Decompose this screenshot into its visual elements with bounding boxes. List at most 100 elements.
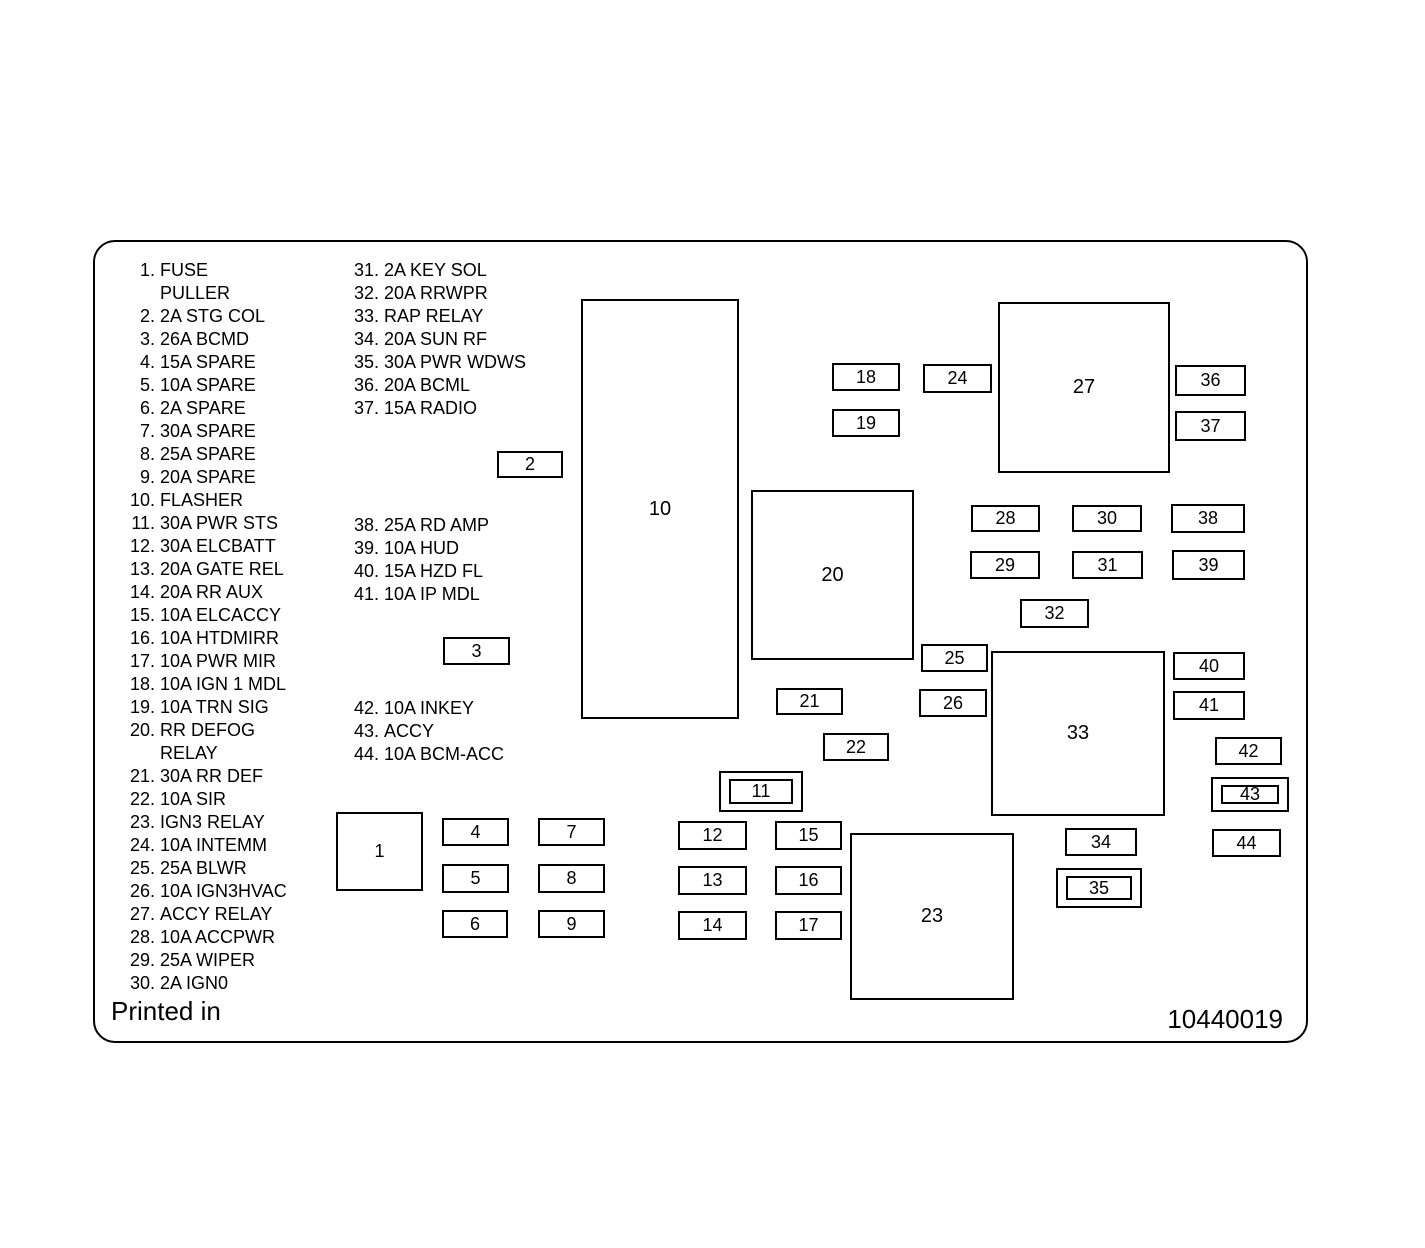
legend-item: 37.15A RADIO	[354, 397, 526, 420]
legend-text: 10A BCM-ACC	[384, 744, 505, 764]
fuse-box-14: 14	[678, 911, 747, 940]
legend-text: 2A KEY SOL	[384, 260, 487, 280]
legend-text: 30A PWR STS	[160, 513, 279, 533]
legend-item: 34.20A SUN RF	[354, 328, 526, 351]
printed-in-label: Printed in	[111, 996, 221, 1026]
legend-number: 26.	[129, 881, 155, 901]
legend-item: 8.25A SPARE	[140, 443, 287, 466]
fuse-box-43: 43	[1211, 777, 1289, 812]
legend-text: 10A ELCACCY	[160, 605, 282, 625]
legend-item: 40.15A HZD FL	[354, 560, 489, 583]
fuse-box-21: 21	[776, 688, 843, 715]
fuse-box-5: 5	[442, 864, 509, 893]
legend-text: 10A HTDMIRR	[160, 628, 280, 648]
legend-item: 44.10A BCM-ACC	[354, 743, 505, 766]
legend-item: 6.2A SPARE	[140, 397, 287, 420]
legend-item: 23.IGN3 RELAY	[130, 811, 287, 834]
fuse-box-17: 17	[775, 911, 842, 940]
legend-number: 19.	[129, 697, 155, 717]
legend-number: 33.	[353, 306, 379, 326]
fuse-box-15: 15	[775, 821, 842, 850]
fuse-box-40: 40	[1173, 652, 1245, 680]
fuse-box-41: 41	[1173, 691, 1245, 720]
legend-text: 30A RR DEF	[160, 766, 264, 786]
legend-item: 28.10A ACCPWR	[130, 926, 287, 949]
legend-number: 43.	[353, 721, 379, 741]
legend-text: 10A IP MDL	[384, 584, 480, 604]
fuse-box-29: 29	[970, 551, 1040, 579]
legend-number: 11.	[131, 513, 155, 533]
fuse-box-1: 1	[336, 812, 423, 891]
legend-number: 23.	[129, 812, 155, 832]
legend-number: 6.	[139, 398, 155, 418]
legend-number: 22.	[129, 789, 155, 809]
legend-item: 29.25A WIPER	[130, 949, 287, 972]
legend-text: 10A ACCPWR	[160, 927, 276, 947]
legend-item: 33.RAP RELAY	[354, 305, 526, 328]
legend-item: 36.20A BCML	[354, 374, 526, 397]
legend-item: 32.20A RRWPR	[354, 282, 526, 305]
fuse-box-30: 30	[1072, 505, 1142, 532]
legend-item: 42.10A INKEY	[354, 697, 504, 720]
fuse-box-44: 44	[1212, 829, 1281, 857]
legend-item: 27.ACCY RELAY	[130, 903, 287, 926]
fuse-box-8: 8	[538, 864, 605, 893]
legend-text: 10A INTEMM	[160, 835, 268, 855]
legend-text: RR DEFOG	[160, 720, 256, 740]
fuse-box-19: 19	[832, 409, 900, 437]
legend-item: 41.10A IP MDL	[354, 583, 489, 606]
legend-item: 5.10A SPARE	[140, 374, 287, 397]
fuse-box-inner: 35	[1066, 876, 1132, 900]
legend-number: 12.	[129, 536, 155, 556]
legend-text: 20A RR AUX	[160, 582, 264, 602]
fuse-box-25: 25	[921, 644, 988, 672]
legend-number: 44.	[353, 744, 379, 764]
fuse-box-inner: 43	[1221, 784, 1279, 804]
legend-number: 13.	[129, 559, 155, 579]
legend-number: 21.	[129, 766, 155, 786]
legend-number: 32.	[353, 283, 379, 303]
legend-text: 30A ELCBATT	[160, 536, 276, 556]
fuse-box-3: 3	[443, 637, 510, 665]
legend-number: 37.	[353, 398, 379, 418]
legend-item: 3.26A BCMD	[140, 328, 287, 351]
legend-text: 30A SPARE	[160, 421, 256, 441]
legend-number: 30.	[129, 973, 155, 993]
legend-number: 15.	[129, 605, 155, 625]
legend-item: 19.10A TRN SIG	[130, 696, 287, 719]
legend-item: RELAY	[160, 742, 287, 765]
fuse-box-16: 16	[775, 866, 842, 895]
legend-text: ACCY RELAY	[160, 904, 273, 924]
legend-number: 8.	[139, 444, 155, 464]
legend-text: 25A WIPER	[160, 950, 256, 970]
legend-number: 41.	[353, 584, 379, 604]
fuse-box-38: 38	[1171, 504, 1245, 533]
legend-text: 20A GATE REL	[160, 559, 284, 579]
legend-text: 25A RD AMP	[384, 515, 490, 535]
legend-number: 34.	[353, 329, 379, 349]
fuse-box-7: 7	[538, 818, 605, 846]
legend-text: ACCY	[384, 721, 435, 741]
fuse-box-18: 18	[832, 363, 900, 391]
legend-item: 26.10A IGN3HVAC	[130, 880, 287, 903]
legend-text: PULLER	[160, 283, 231, 303]
legend-number: 42.	[353, 698, 379, 718]
legend-number: 31.	[353, 260, 379, 280]
legend-item: 31.2A KEY SOL	[354, 259, 526, 282]
legend-item: PULLER	[160, 282, 287, 305]
fuse-box-24: 24	[923, 364, 992, 393]
fuse-box-23: 23	[850, 833, 1014, 1000]
legend-text: 20A SPARE	[160, 467, 256, 487]
legend-number: 9.	[139, 467, 155, 487]
legend-number: 3.	[139, 329, 155, 349]
legend-item: 43.ACCY	[354, 720, 504, 743]
legend-text: 15A SPARE	[160, 352, 256, 372]
legend-number: 7.	[139, 421, 155, 441]
legend-number: 1.	[139, 260, 155, 280]
fuse-box-27: 27	[998, 302, 1170, 473]
legend-text: 20A RRWPR	[384, 283, 488, 303]
legend-text: 10A SIR	[160, 789, 227, 809]
